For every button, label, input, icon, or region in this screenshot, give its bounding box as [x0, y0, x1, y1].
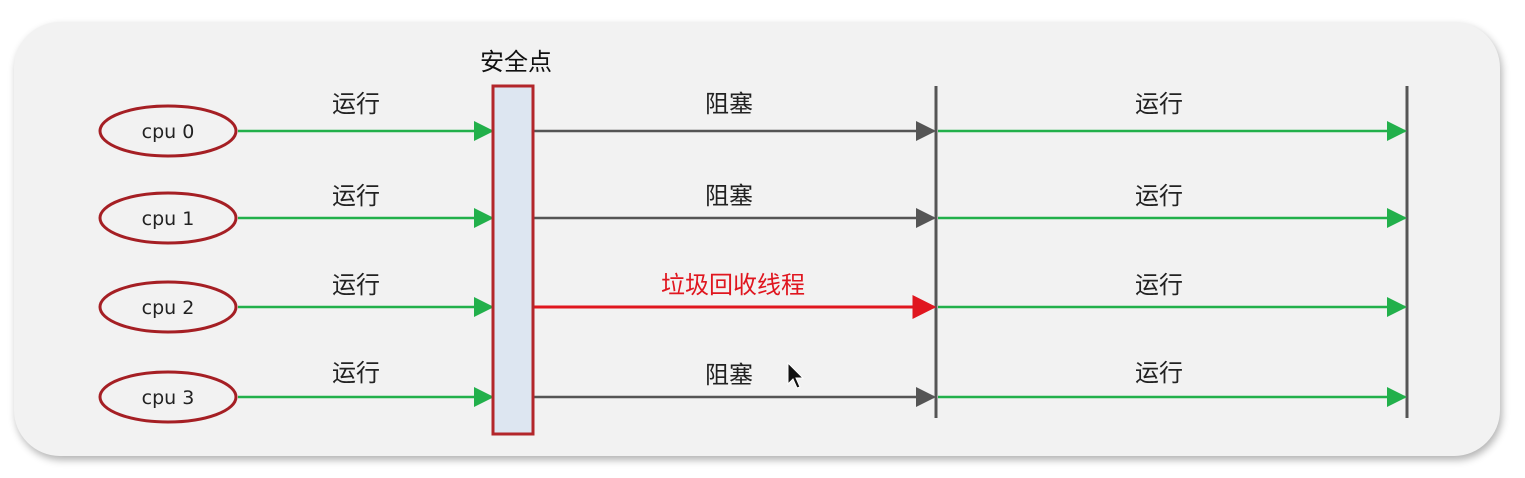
cpu-label: cpu 0 — [142, 121, 195, 143]
lane-cpu-1: cpu 1 运行 阻塞 运行 — [98, 182, 1407, 245]
lane-cpu-3: cpu 3 运行 阻塞 运行 — [98, 359, 1407, 424]
resume-run-label: 运行 — [1135, 271, 1183, 299]
cpu-label: cpu 3 — [142, 387, 195, 409]
resume-run-label: 运行 — [1135, 90, 1183, 118]
cpu-ellipse — [98, 104, 238, 158]
resume-run-label: 运行 — [1135, 359, 1183, 387]
cpu-ellipse — [98, 280, 238, 334]
run-label: 运行 — [332, 271, 380, 299]
cpu-label: cpu 1 — [142, 208, 195, 230]
safepoint-label: 安全点 — [480, 48, 552, 76]
cpu-ellipse — [98, 370, 238, 424]
safepoint-bar — [491, 84, 535, 436]
lane-cpu-2: cpu 2 运行 垃圾回收线程 运行 — [98, 271, 1407, 334]
diagram-panel — [14, 22, 1500, 456]
block-label: 阻塞 — [705, 182, 753, 210]
block-label: 阻塞 — [705, 90, 753, 118]
run-label: 运行 — [332, 359, 380, 387]
resume-run-label: 运行 — [1135, 182, 1183, 210]
block-label: 阻塞 — [705, 361, 753, 389]
cpu-label: cpu 2 — [142, 297, 195, 319]
run-label: 运行 — [332, 90, 380, 118]
mouse-pointer-icon — [787, 361, 805, 389]
run-label: 运行 — [332, 182, 380, 210]
cpu-ellipse — [98, 191, 238, 245]
gc-thread-label: 垃圾回收线程 — [661, 271, 805, 299]
lane-cpu-0: cpu 0 运行 阻塞 运行 — [98, 90, 1407, 158]
